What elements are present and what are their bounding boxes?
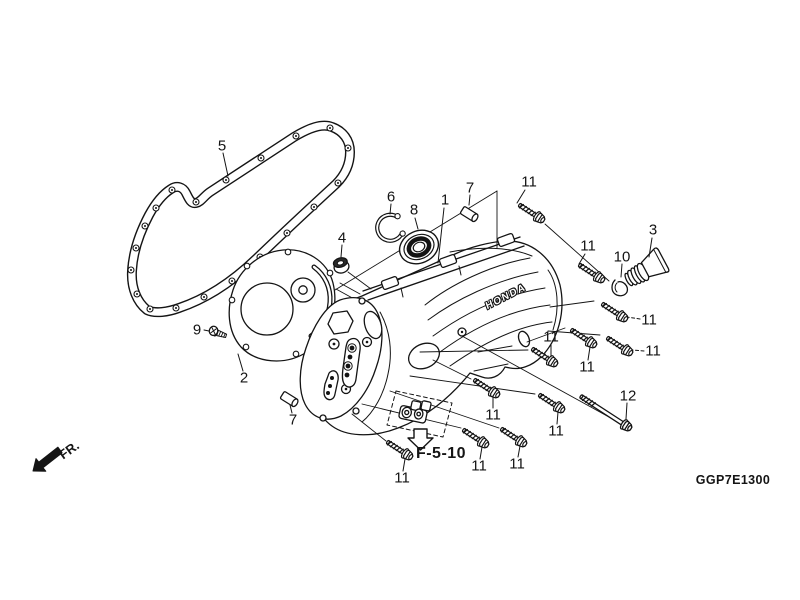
circlip-6 [375, 212, 406, 243]
part-callout-1: 1 [440, 191, 450, 209]
honda-logo: HONDA [484, 281, 528, 313]
down-arrow-icon [407, 428, 434, 451]
front-direction-label: FR. [56, 437, 82, 463]
part-callout-7: 7 [288, 411, 298, 429]
part-callout-11: 11 [579, 358, 595, 376]
part-callout-8: 8 [409, 201, 419, 219]
part-callout-11: 11 [580, 237, 596, 255]
fr-arrow-icon [32, 446, 63, 472]
part-callout-9: 9 [192, 321, 202, 339]
cover-1 [299, 232, 563, 436]
plug-3 [624, 247, 670, 287]
part-callout-2: 2 [239, 369, 249, 387]
grommet-4 [332, 257, 350, 274]
part-callout-3: 3 [648, 221, 658, 239]
part-callout-11: 11 [521, 173, 537, 191]
part-callout-11: 11 [543, 328, 559, 346]
part-callout-11: 11 [394, 469, 410, 487]
part-callout-12: 12 [619, 387, 637, 405]
dowel-pin-7 [459, 206, 479, 223]
plate-2 [228, 248, 361, 362]
part-callout-11: 11 [645, 342, 661, 360]
part-callout-11: 11 [548, 422, 564, 440]
part-callout-6: 6 [386, 188, 396, 206]
part-callout-7: 7 [465, 179, 475, 197]
part-callout-11: 11 [485, 406, 501, 424]
leader-lines [203, 152, 653, 472]
dowel-pin-7 [279, 391, 299, 408]
screw-9 [208, 325, 228, 338]
part-callout-11: 11 [471, 457, 487, 475]
clamp-detail [386, 390, 453, 451]
part-callout-4: 4 [337, 229, 347, 247]
gasket-5 [126, 120, 355, 318]
part-callout-5: 5 [217, 137, 227, 155]
clip-10 [611, 279, 629, 297]
cross-reference-label: F-5-10 [415, 445, 467, 462]
drawing-code: GGP7E1300 [695, 473, 771, 487]
long-bolt-12 [579, 394, 633, 432]
part-callout-10: 10 [613, 248, 631, 266]
part-callout-11: 11 [641, 311, 657, 329]
bearing-8 [398, 229, 440, 265]
part-callout-11: 11 [509, 455, 525, 473]
